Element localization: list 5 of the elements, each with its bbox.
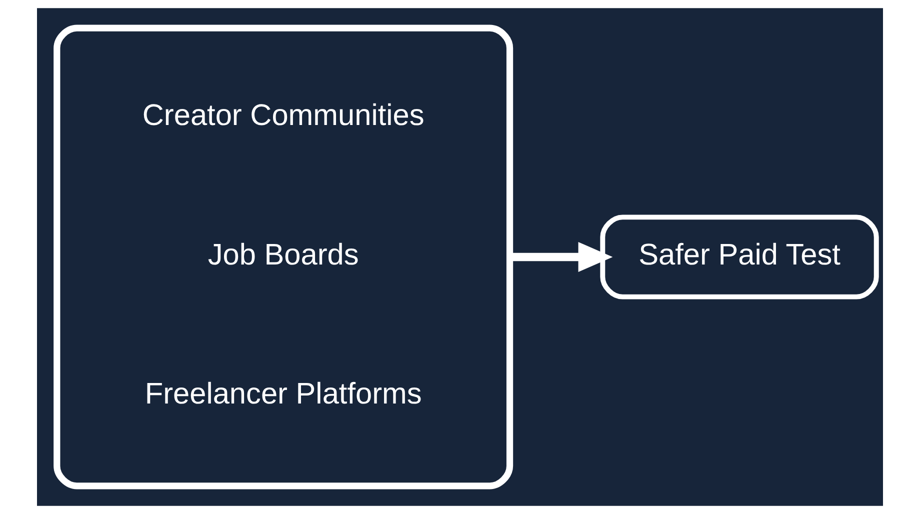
- node-text: Freelancer Platforms: [144, 378, 422, 411]
- node-text: Creator Communities: [142, 98, 424, 132]
- node-box: Safer Paid Test: [600, 214, 879, 300]
- cluster: [54, 24, 514, 490]
- node-text: Job Boards: [208, 238, 359, 272]
